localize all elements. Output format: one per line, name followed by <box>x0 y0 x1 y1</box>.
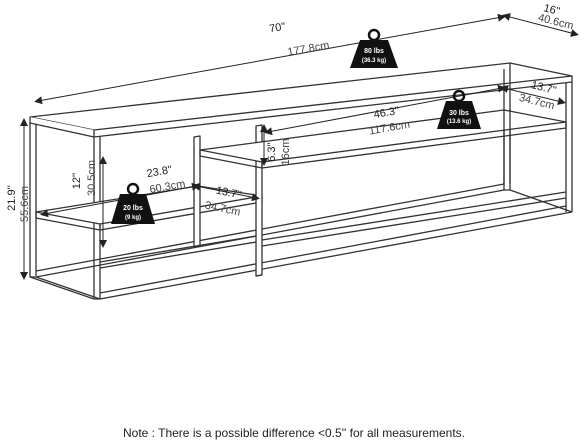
weight-icon-top: 80 lbs (36.3 kg) <box>350 28 398 68</box>
right-shelf-weight-lbs: 30 lbs <box>449 110 469 117</box>
left-shelf-width-inches-label: 23.8'' <box>146 164 173 180</box>
left-shelf-depth-inches-label: 13.7'' <box>215 185 243 202</box>
top-weight-kg: (36.3 kg) <box>362 58 386 64</box>
width-cm-label: 177.8cm <box>287 39 331 58</box>
weight-icon-right-shelf: 30 lbs (13.6 kg) <box>437 89 481 129</box>
right-shelf-width-inches-label: 46.3'' <box>373 105 400 121</box>
left-opening-height-inches-label: 12'' <box>71 173 83 189</box>
right-opening-height-cm-label: 16cm <box>280 139 292 166</box>
left-shelf-weight-kg: (9 kg) <box>125 215 141 221</box>
weight-icon-left-shelf: 20 lbs (9 kg) <box>111 182 155 224</box>
left-opening-height-cm-label: 30.5cm <box>86 160 98 196</box>
height-inches-label: 21.9'' <box>6 185 18 211</box>
height-cm-label: 55.6cm <box>19 186 31 222</box>
left-shelf-weight-lbs: 20 lbs <box>123 205 143 212</box>
top-weight-lbs: 80 lbs <box>364 48 384 55</box>
right-opening-height-inches-label: 6.3'' <box>266 142 278 162</box>
tv-stand-frame <box>29 62 573 300</box>
depth-inches-label: 16'' <box>542 2 561 18</box>
right-shelf-weight-kg: (13.6 kg) <box>447 119 471 125</box>
measurement-note: Note : There is a possible difference <0… <box>123 426 465 440</box>
width-inches-label: 70'' <box>268 21 286 36</box>
left-shelf-depth-cm-label: 34.7cm <box>204 199 242 218</box>
